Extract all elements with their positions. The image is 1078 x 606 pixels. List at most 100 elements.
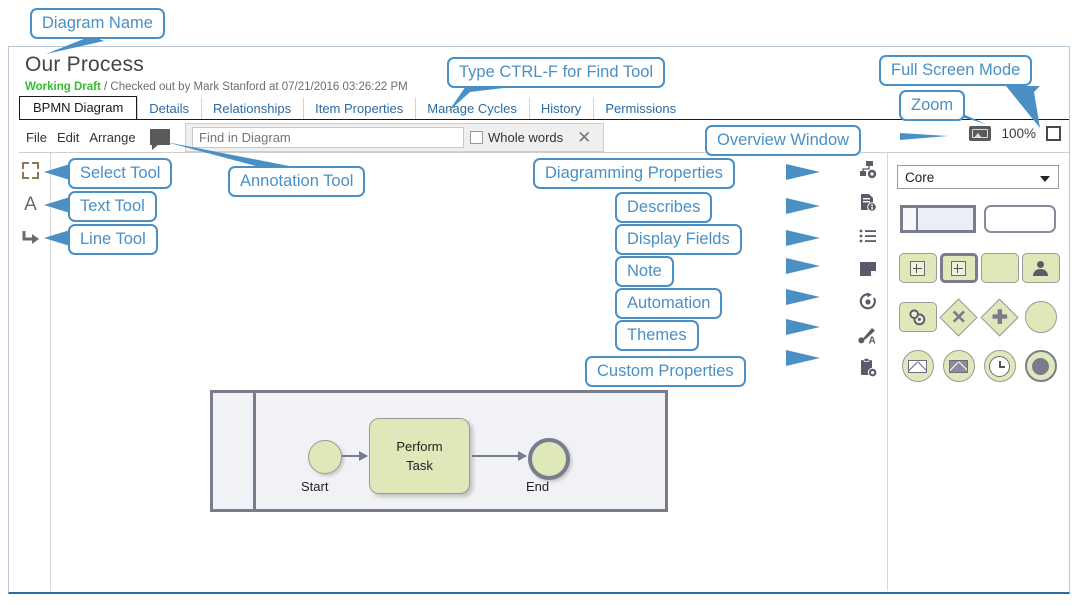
line-tool-button[interactable] xyxy=(11,221,50,255)
tab-permissions[interactable]: Permissions xyxy=(593,97,688,120)
menu-arrange[interactable]: Arrange xyxy=(89,129,136,145)
left-tool-column: A xyxy=(11,153,51,591)
display-fields-button[interactable] xyxy=(849,219,887,252)
message-start-event-button[interactable] xyxy=(897,346,938,386)
note-button[interactable] xyxy=(849,252,887,285)
chevron-down-icon xyxy=(1040,176,1050,182)
tab-manage-cycles[interactable]: Manage Cycles xyxy=(415,97,529,120)
tab-relationships[interactable]: Relationships xyxy=(201,97,303,120)
callout-diagramming-properties: Diagramming Properties xyxy=(533,158,735,189)
callout-overview-window: Overview Window xyxy=(705,125,862,156)
callout-themes: Themes xyxy=(615,320,699,351)
start-event-label: Start xyxy=(301,479,329,494)
diagram-editor-window: Our Process Working Draft / Checked out … xyxy=(8,46,1070,594)
flow-arrow-start-to-task[interactable] xyxy=(342,451,368,461)
timer-event-button[interactable] xyxy=(979,346,1020,386)
selection-brackets-icon xyxy=(22,161,39,179)
status-badge: Working Draft xyxy=(25,81,101,93)
gear-icon xyxy=(909,308,926,325)
task-icon xyxy=(980,253,1019,283)
callout-annotation-tool: Annotation Tool xyxy=(228,166,366,197)
event-shape-button[interactable] xyxy=(1020,297,1061,337)
pool-shape-icon xyxy=(900,205,976,233)
circular-arrow-target-icon xyxy=(859,292,876,309)
timer-clock-icon xyxy=(983,350,1016,382)
palette-group-label: Core xyxy=(905,169,935,185)
callout-note: Note xyxy=(615,256,674,287)
custom-properties-button[interactable] xyxy=(849,351,887,384)
whole-words-label: Whole words xyxy=(488,130,564,145)
sub-process-icon xyxy=(898,253,937,283)
palette-group-select[interactable]: Core xyxy=(897,165,1059,189)
user-task-icon xyxy=(1021,253,1060,283)
sub-process-shape-button[interactable] xyxy=(897,248,938,288)
text-tool-button[interactable]: A xyxy=(11,187,50,221)
palette-row xyxy=(897,346,1061,386)
start-event-shape[interactable] xyxy=(308,440,342,474)
end-event-shape[interactable] xyxy=(528,438,570,480)
find-bar: Whole words ✕ xyxy=(185,123,605,152)
callout-zoom: Zoom xyxy=(899,90,966,121)
page-title: Our Process xyxy=(25,53,144,76)
gateway-x-icon: ✕ xyxy=(939,297,978,337)
service-task-shape-button[interactable] xyxy=(897,297,938,337)
callout-text-tool: Text Tool xyxy=(68,191,157,222)
overview-window-icon[interactable] xyxy=(969,126,992,141)
describes-button[interactable] xyxy=(849,186,887,219)
call-activity-icon xyxy=(939,253,978,283)
parallel-gateway-shape-button[interactable]: ✚ xyxy=(979,297,1020,337)
tab-details[interactable]: Details xyxy=(137,97,201,120)
menu-file[interactable]: File xyxy=(26,129,47,145)
close-icon[interactable]: ✕ xyxy=(577,128,592,147)
tab-item-properties[interactable]: Item Properties xyxy=(303,97,415,120)
fullscreen-icon[interactable] xyxy=(1046,126,1061,141)
menu-edit[interactable]: Edit xyxy=(56,129,80,145)
checkout-status: Working Draft / Checked out by Mark Stan… xyxy=(25,81,408,93)
themes-button[interactable]: A xyxy=(849,318,887,351)
search-input[interactable] xyxy=(192,127,464,148)
user-task-shape-button[interactable] xyxy=(1020,248,1061,288)
select-tool-button[interactable] xyxy=(11,153,50,187)
whole-words-checkbox[interactable]: Whole words xyxy=(470,130,563,145)
automation-button[interactable] xyxy=(849,285,887,318)
callout-diagram-name: Diagram Name xyxy=(30,8,165,39)
callout-display-fields: Display Fields xyxy=(615,224,742,255)
palette-row xyxy=(897,248,1061,288)
lane-shape-button[interactable] xyxy=(979,199,1061,239)
pool-header-lane[interactable] xyxy=(213,393,256,509)
elbow-arrow-icon xyxy=(22,231,39,244)
document-info-icon xyxy=(861,193,877,212)
shape-palette: Core xyxy=(889,153,1069,591)
terminate-event-button[interactable] xyxy=(1020,346,1061,386)
checkbox-box[interactable] xyxy=(470,131,483,144)
checkout-detail: / Checked out by Mark Stanford at 07/21/… xyxy=(104,81,408,93)
note-page-icon xyxy=(860,261,876,276)
gateway-plus-icon: ✚ xyxy=(980,297,1019,337)
clipboard-gear-icon xyxy=(861,357,878,377)
callout-full-screen-mode: Full Screen Mode xyxy=(879,55,1033,86)
flow-arrow-task-to-end[interactable] xyxy=(472,451,527,461)
callout-select-tool: Select Tool xyxy=(68,158,173,189)
diagram-gear-icon xyxy=(860,160,877,178)
list-icon xyxy=(859,229,876,242)
letter-a-icon: A xyxy=(24,193,37,215)
svg-text:A: A xyxy=(869,335,876,345)
call-activity-shape-button[interactable] xyxy=(938,248,979,288)
tab-bpmn-diagram[interactable]: BPMN Diagram xyxy=(19,96,138,120)
speech-bubble-icon[interactable] xyxy=(149,129,170,150)
tab-history[interactable]: History xyxy=(528,97,593,120)
callout-type-ctrl-f: Type CTRL-F for Find Tool xyxy=(447,57,666,88)
brush-letter-a-icon: A xyxy=(858,327,876,345)
exclusive-gateway-shape-button[interactable]: ✕ xyxy=(938,297,979,337)
diagramming-properties-button[interactable] xyxy=(849,153,887,186)
task-shape-button[interactable] xyxy=(979,248,1020,288)
zoom-level[interactable]: 100% xyxy=(1001,126,1036,141)
end-event-label: End xyxy=(526,479,550,494)
pool-shape-button[interactable] xyxy=(897,199,979,239)
toolbar-divider xyxy=(19,152,1069,153)
message-end-event-button[interactable] xyxy=(938,346,979,386)
